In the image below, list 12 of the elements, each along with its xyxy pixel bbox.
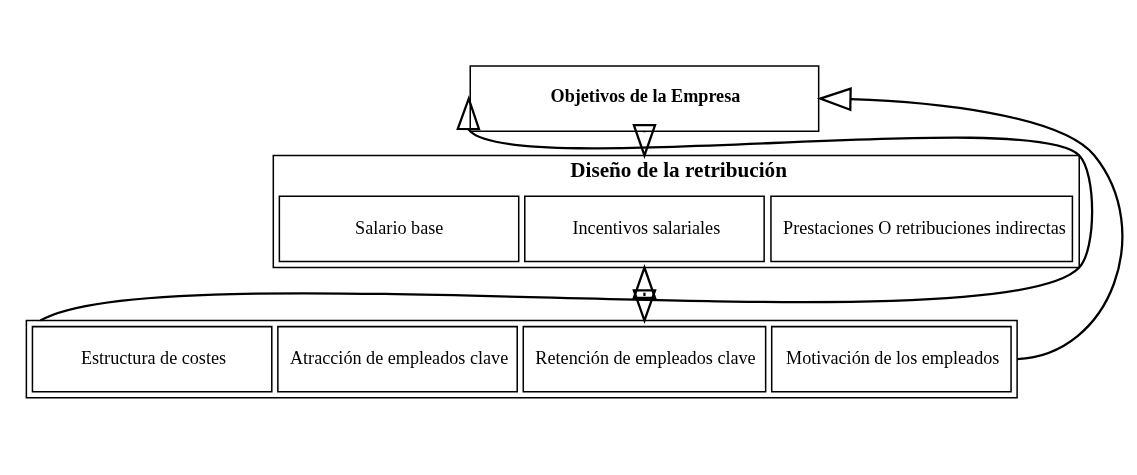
arrow — [632, 263, 657, 324]
node-box: Retención de empleados clave — [522, 325, 767, 392]
node-box: Incentivos salariales — [524, 195, 765, 262]
node-box: Salario base — [278, 195, 520, 262]
node-box: Motivación de los empleados — [770, 325, 1012, 392]
cluster — [25, 319, 1018, 399]
node-box: Prestaciones O retribuciones indirectas — [770, 195, 1074, 262]
node-box: Estructura de costes — [31, 325, 273, 392]
node-box: Atracción de empleados clave — [277, 325, 518, 392]
arrow — [632, 123, 657, 159]
arrow — [40, 94, 1094, 322]
arrow — [816, 86, 1124, 360]
